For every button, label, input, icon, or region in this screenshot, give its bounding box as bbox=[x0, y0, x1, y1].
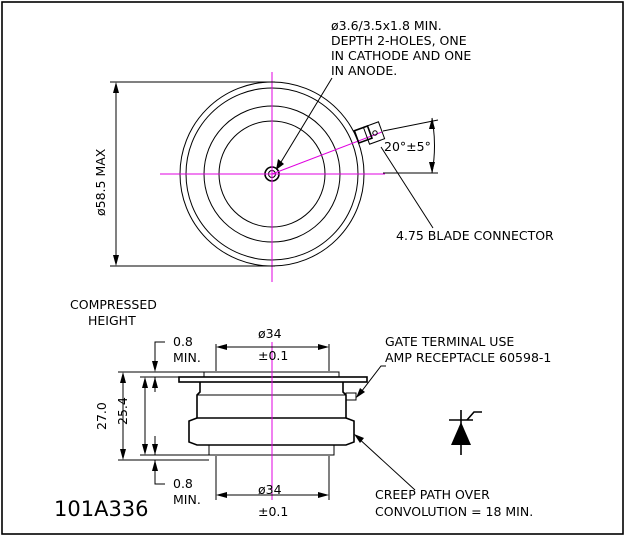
top-diameter-value: ø34 bbox=[258, 326, 282, 341]
creep-path-line-1: CREEP PATH OVER bbox=[375, 487, 490, 502]
angle-label: 20°±5° bbox=[384, 139, 431, 154]
thyristor-symbol bbox=[449, 410, 482, 455]
angled-centerline bbox=[271, 131, 383, 175]
blade-connector bbox=[353, 121, 386, 145]
bottom-diameter-value: ø34 bbox=[258, 482, 282, 497]
part-number: 101A336 bbox=[54, 497, 149, 521]
hole-spec-line-2: DEPTH 2-HOLES, ONE bbox=[331, 33, 467, 48]
hole-spec-line-4: IN ANODE. bbox=[331, 63, 397, 78]
side-view bbox=[118, 341, 416, 500]
compressed-height-line-2: HEIGHT bbox=[88, 313, 136, 328]
top-view bbox=[110, 72, 439, 282]
hole-leader bbox=[277, 77, 333, 168]
gate-terminal bbox=[345, 392, 357, 401]
height-total-label: 27.0 bbox=[94, 402, 109, 430]
flange-plate bbox=[178, 376, 368, 383]
hole-spec-line-1: ø3.6/3.5x1.8 MIN. bbox=[331, 18, 442, 33]
angle-ext-angled bbox=[382, 119, 439, 132]
bottom-diameter-tolerance: ±0.1 bbox=[258, 504, 288, 519]
bottom-clearance-value: 0.8 bbox=[173, 476, 193, 491]
creep-leader bbox=[355, 435, 416, 491]
blade-leader bbox=[380, 146, 434, 229]
hole-spec-line-3: IN CATHODE AND ONE bbox=[331, 48, 471, 63]
bottom-clearance-unit: MIN. bbox=[173, 492, 201, 507]
compressed-height-line-1: COMPRESSED bbox=[70, 297, 157, 312]
height-body-label: 25.4 bbox=[115, 397, 130, 425]
gate-leader bbox=[357, 365, 386, 397]
creep-path-line-2: CONVOLUTION = 18 MIN. bbox=[375, 504, 533, 519]
blade-connector-label: 4.75 BLADE CONNECTOR bbox=[396, 228, 554, 243]
diameter-max-label: ø58.5 MAX bbox=[93, 148, 108, 216]
gate-terminal-line-1: GATE TERMINAL USE bbox=[385, 334, 514, 349]
gate-terminal-line-2: AMP RECEPTACLE 60598-1 bbox=[385, 350, 551, 365]
top-clearance-unit: MIN. bbox=[173, 350, 201, 365]
top-clearance-value: 0.8 bbox=[173, 334, 193, 349]
annotations: ø3.6/3.5x1.8 MIN. DEPTH 2-HOLES, ONE IN … bbox=[54, 18, 554, 521]
top-diameter-tolerance: ±0.1 bbox=[258, 348, 288, 363]
